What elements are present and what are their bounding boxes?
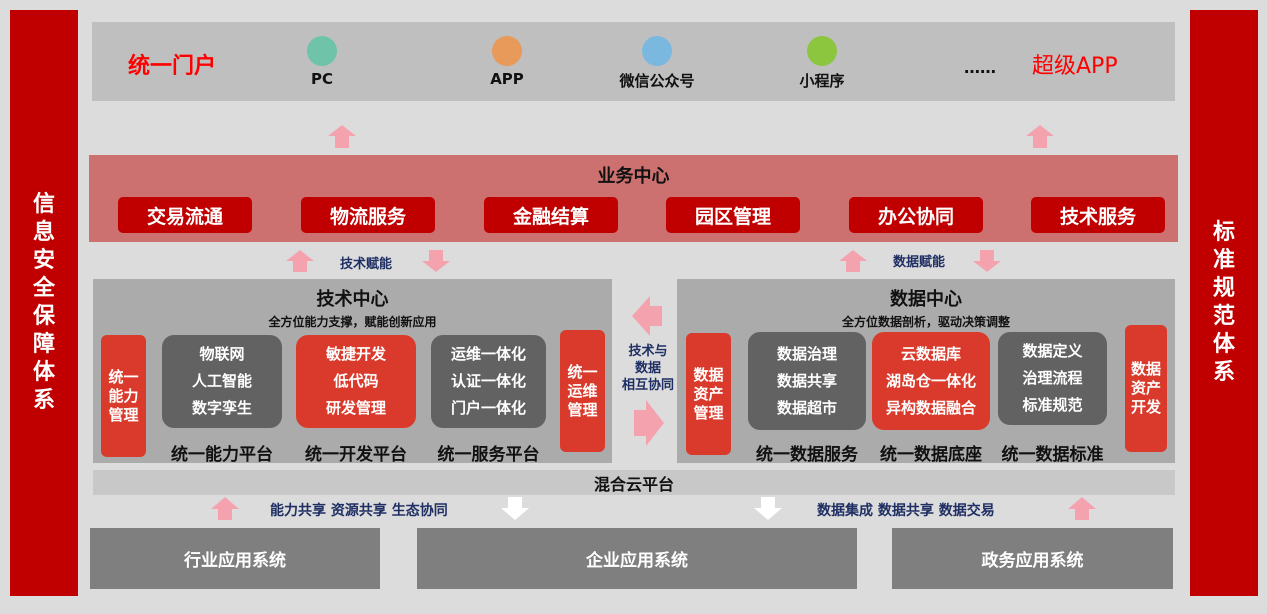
portal-item-pc[interactable]: PC xyxy=(277,36,367,88)
platform-box: 数据定义治理流程标准规范 xyxy=(998,332,1107,425)
tech-empower-label: 技术赋能 xyxy=(340,257,393,272)
platform-label: 统一开发平台 xyxy=(305,445,407,465)
data-center-subtitle: 全方位数据剖析，驱动决策调整 xyxy=(841,315,1010,329)
platform-box: 敏捷开发低代码研发管理 xyxy=(296,335,416,428)
portal-item-微信公众号[interactable]: 微信公众号 xyxy=(612,36,702,91)
data-asset-development: 数据资产开发 xyxy=(1125,325,1167,452)
portal-title: 统一门户 xyxy=(128,54,217,79)
arrow-down-icon xyxy=(754,497,782,520)
business-item[interactable]: 园区管理 xyxy=(666,197,800,233)
business-center-panel: 业务中心 xyxy=(89,155,1178,242)
arrow-up-icon xyxy=(839,250,867,272)
business-item[interactable]: 物流服务 xyxy=(301,197,435,233)
enterprise-app-system: 企业应用系统 xyxy=(417,528,857,589)
security-bar: 信息安全保障体系 xyxy=(10,10,78,596)
arrow-up-icon xyxy=(1026,125,1054,148)
hybrid-cloud-platform: 混合云平台 xyxy=(93,470,1175,495)
government-app-system: 政务应用系统 xyxy=(892,528,1173,589)
business-item[interactable]: 技术服务 xyxy=(1031,197,1165,233)
arrow-up-icon xyxy=(211,497,239,520)
business-center-title: 业务中心 xyxy=(597,166,670,187)
monitor-icon xyxy=(307,36,337,66)
business-item[interactable]: 办公协同 xyxy=(849,197,983,233)
industry-app-system: 行业应用系统 xyxy=(90,528,380,589)
portal-item-app[interactable]: APP xyxy=(462,36,552,88)
cloud-icon xyxy=(642,36,672,66)
ellipsis: …… xyxy=(964,58,996,77)
platform-label: 统一服务平台 xyxy=(437,445,540,465)
tech-center-title: 技术中心 xyxy=(316,289,389,310)
data-asset-management: 数据资产管理 xyxy=(686,333,731,455)
share-left-label: 能力共享 资源共享 生态协同 xyxy=(270,503,448,519)
collab-label: 技术与数据相互协同 xyxy=(621,344,674,393)
unified-ops-management: 统一运维管理 xyxy=(560,330,605,452)
platform-label: 统一数据底座 xyxy=(880,445,982,465)
share-right-label: 数据集成 数据共享 数据交易 xyxy=(817,503,995,519)
phone-icon xyxy=(492,36,522,66)
portal-item-小程序[interactable]: 小程序 xyxy=(777,36,867,91)
arrow-down-icon xyxy=(501,497,529,520)
data-center-title: 数据中心 xyxy=(890,289,962,310)
platform-box: 运维一体化认证一体化门户一体化 xyxy=(431,335,546,428)
arrow-right-icon xyxy=(634,400,664,446)
arrow-up-icon xyxy=(328,125,356,148)
platform-box: 物联网人工智能数字孪生 xyxy=(162,335,282,428)
arrow-down-icon xyxy=(422,250,450,272)
portal-panel: 统一门户 PC APP 微信公众号 小程序 …… 超级APP xyxy=(92,22,1175,101)
data-empower-label: 数据赋能 xyxy=(893,255,946,270)
platform-label: 统一数据标准 xyxy=(1001,445,1104,465)
platform-box: 数据治理数据共享数据超市 xyxy=(748,332,866,430)
arrow-down-icon xyxy=(973,250,1001,272)
business-item[interactable]: 交易流通 xyxy=(118,197,252,233)
business-item[interactable]: 金融结算 xyxy=(484,197,618,233)
unified-capability-management: 统一能力管理 xyxy=(101,335,146,457)
wechat-icon xyxy=(807,36,837,66)
platform-box: 云数据库湖岛仓一体化异构数据融合 xyxy=(872,332,990,430)
standards-bar: 标准规范体系 xyxy=(1190,10,1258,596)
arrow-left-icon xyxy=(632,296,662,336)
platform-label: 统一数据服务 xyxy=(756,445,858,465)
super-app-label: 超级APP xyxy=(1032,54,1118,79)
arrow-up-icon xyxy=(286,250,314,272)
platform-label: 统一能力平台 xyxy=(171,445,273,465)
arrow-up-icon xyxy=(1068,497,1096,520)
tech-center-subtitle: 全方位能力支撑，赋能创新应用 xyxy=(268,315,437,329)
